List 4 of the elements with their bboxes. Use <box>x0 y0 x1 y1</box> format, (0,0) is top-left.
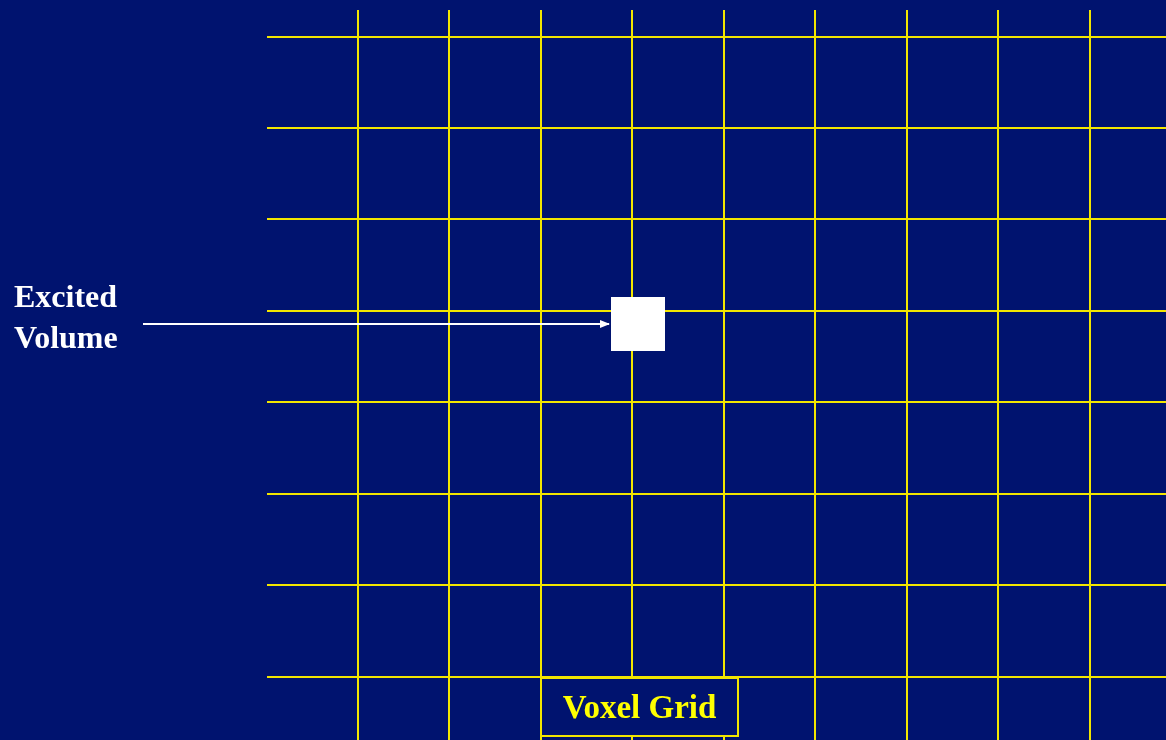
grid-label: Voxel Grid <box>540 677 739 737</box>
excited-voxel-square <box>611 297 665 351</box>
arrow <box>142 320 610 328</box>
volume-label: Excited Volume <box>10 274 140 358</box>
